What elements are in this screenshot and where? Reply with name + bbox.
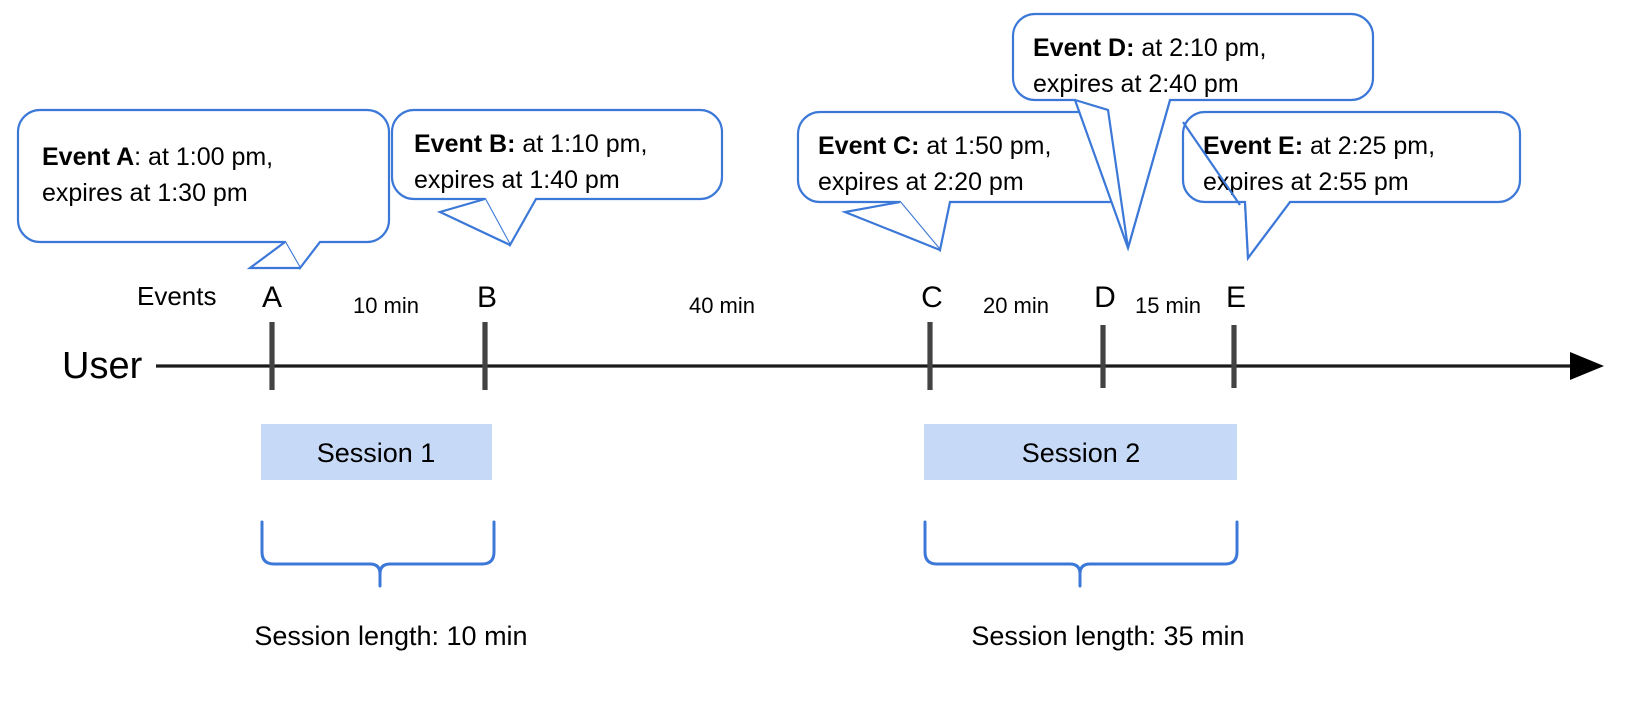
callout-d-rest: at 2:10 pm, <box>1134 34 1266 62</box>
callout-event-c[interactable]: Event C: at 1:50 pm, expires at 2:20 pm <box>796 110 1136 253</box>
callout-a-line1: Event A: at 1:00 pm, <box>42 143 273 171</box>
session-1-bar[interactable]: Session 1 <box>261 424 492 480</box>
gap-label-b-c: 40 min <box>689 293 755 318</box>
callout-c-tail <box>841 200 941 252</box>
session-1-label: Session 1 <box>317 438 436 468</box>
session-1-rect <box>261 424 492 480</box>
session-1-brace <box>260 520 496 588</box>
callout-b-rest: at 1:10 pm, <box>515 130 647 158</box>
callout-d-sep: : <box>1126 34 1134 62</box>
session-2-brace <box>923 520 1239 588</box>
callout-c-rest: at 1:50 pm, <box>919 132 1051 160</box>
callout-e-tail <box>1243 201 1291 262</box>
callout-b-line1: Event B: at 1:10 pm, <box>414 130 647 158</box>
events-label: Events <box>137 281 217 311</box>
callout-event-b[interactable]: Event B: at 1:10 pm, expires at 1:40 pm <box>390 108 724 248</box>
callout-a-sep: : <box>134 143 141 171</box>
callout-d-lead: Event D <box>1033 34 1126 62</box>
callout-e-line1: Event E: at 2:25 pm, <box>1203 132 1435 160</box>
callout-b-lead: Event B <box>414 130 507 158</box>
callout-b-sep: : <box>507 130 515 158</box>
gap-label-d-e: 15 min <box>1135 293 1201 318</box>
callout-a-tail <box>246 241 300 270</box>
event-letter-e: E <box>1226 281 1246 314</box>
callout-e-lead: Event E <box>1203 132 1295 160</box>
callout-c-line1: Event C: at 1:50 pm, <box>818 132 1051 160</box>
callout-b-bubble <box>390 108 724 248</box>
callout-d-line2: expires at 2:40 pm <box>1033 70 1239 98</box>
callout-e-leader <box>1182 121 1241 206</box>
event-letter-d: D <box>1094 281 1116 314</box>
callout-c-sep: : <box>911 132 919 160</box>
callout-a-bubble <box>16 108 391 270</box>
event-letter-c: C <box>921 281 943 314</box>
callout-d-line1: Event D: at 2:10 pm, <box>1033 34 1266 62</box>
callout-event-d[interactable]: Event D: at 2:10 pm, expires at 2:40 pm <box>1011 12 1375 252</box>
callout-event-e[interactable]: Event E: at 2:25 pm, expires at 2:55 pm <box>1181 110 1522 262</box>
event-letter-b: B <box>477 281 497 314</box>
axis-row-label-user: User <box>62 345 143 387</box>
gap-label-c-d: 20 min <box>983 293 1049 318</box>
callout-e-line2: expires at 2:55 pm <box>1203 168 1409 196</box>
callout-event-a[interactable]: Event A: at 1:00 pm, expires at 1:30 pm <box>16 108 391 270</box>
callout-a-line2: expires at 1:30 pm <box>42 179 248 207</box>
callout-e-sep: : <box>1295 132 1303 160</box>
callout-b-tail <box>436 197 511 246</box>
callout-c-line2: expires at 2:20 pm <box>818 168 1024 196</box>
callout-a-rest: at 1:00 pm, <box>141 143 273 171</box>
session-2-label: Session 2 <box>1022 438 1141 468</box>
gap-label-a-b: 10 min <box>353 293 419 318</box>
session-2-length-label: Session length: 35 min <box>971 621 1244 651</box>
callout-c-lead: Event C <box>818 132 911 160</box>
timeline-axis-arrowhead <box>1570 352 1604 380</box>
session-2-rect <box>924 424 1237 480</box>
callout-e-rest: at 2:25 pm, <box>1303 132 1435 160</box>
session-1-length-label: Session length: 10 min <box>254 621 527 651</box>
session-2-bar[interactable]: Session 2 <box>924 424 1237 480</box>
callout-b-line2: expires at 1:40 pm <box>414 166 620 194</box>
callout-d-tail <box>1074 98 1172 249</box>
event-letter-a: A <box>262 281 282 314</box>
callout-a-lead: Event A <box>42 143 134 171</box>
